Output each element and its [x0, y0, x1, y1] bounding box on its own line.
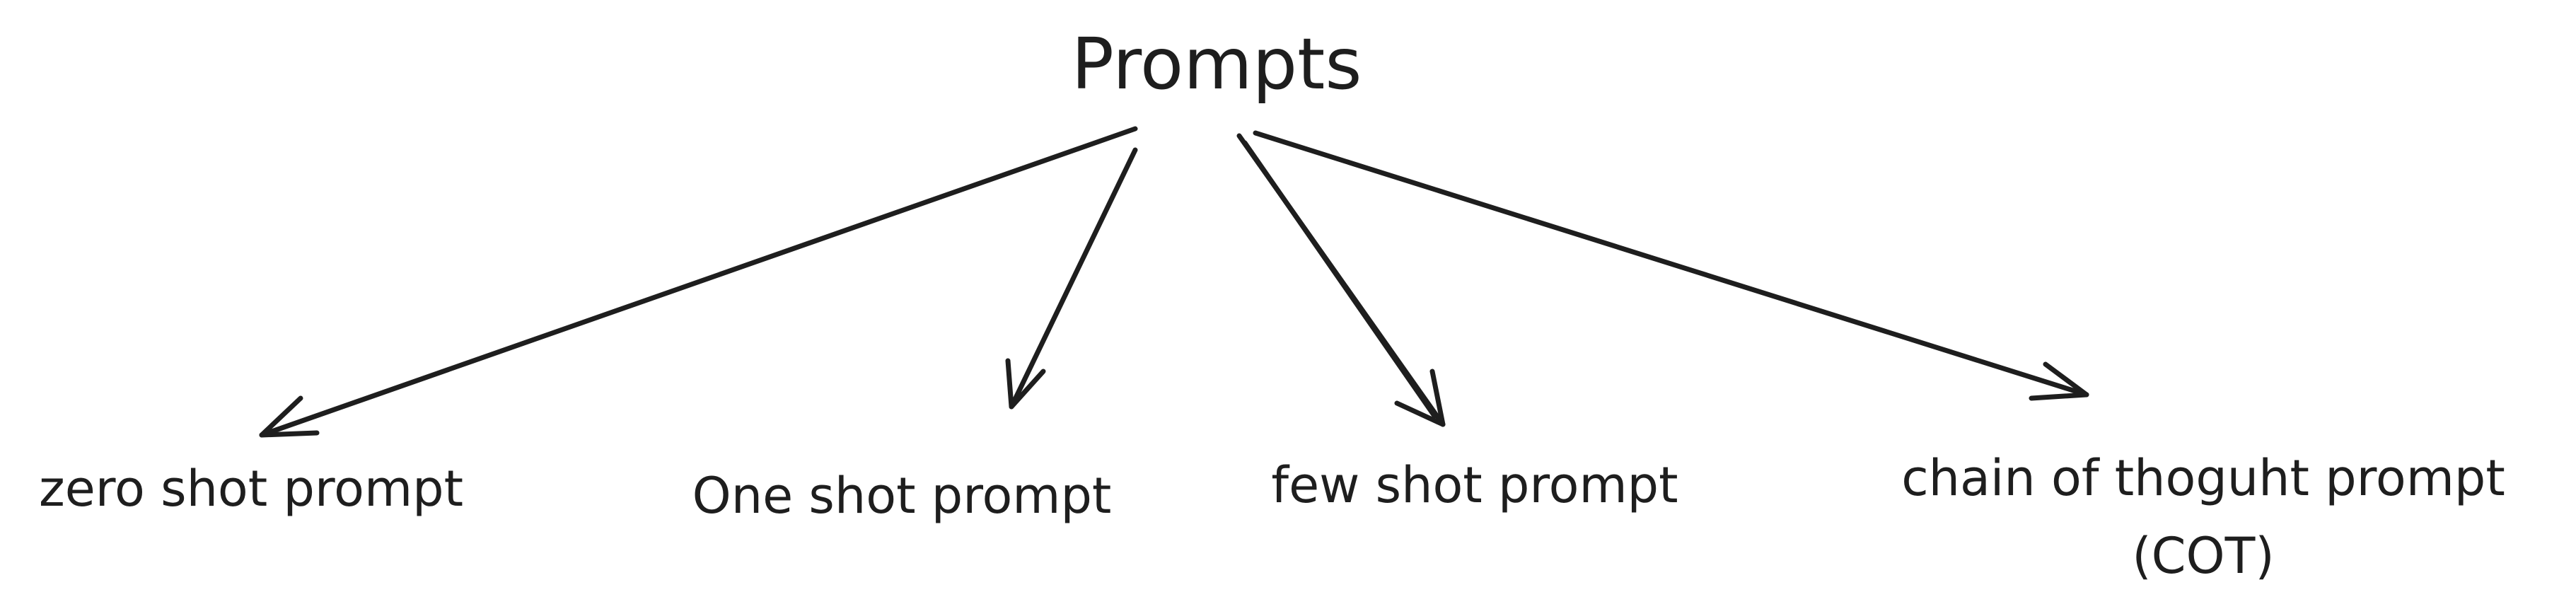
- arrow-head: [259, 395, 320, 438]
- child-node-one-shot-label: One shot prompt: [692, 467, 1112, 525]
- child-node-zero-shot-label: zero shot prompt: [39, 460, 463, 518]
- edge-line: [259, 126, 1138, 438]
- child-node-few-shot-label: few shot prompt: [1271, 456, 1678, 514]
- arrow-head: [2029, 361, 2089, 401]
- edge-root-to-one-shot: [1005, 147, 1138, 410]
- root-node-label: Prompts: [1072, 23, 1362, 105]
- edge-line: [1253, 130, 2089, 398]
- edge-root-to-cot: [1253, 130, 2089, 401]
- child-node-cot-label-line-1: chain of thoguht prompt: [1901, 449, 2505, 507]
- arrow-head: [1394, 369, 1446, 427]
- edge-root-to-few-shot: [1236, 133, 1446, 427]
- child-node-cot-label-line-2: (COT): [2132, 527, 2274, 585]
- edge-root-to-zero-shot: [259, 126, 1138, 438]
- edge-line-echo: [1242, 140, 1437, 419]
- arrow-head: [1005, 358, 1046, 410]
- edge-line: [1009, 147, 1138, 410]
